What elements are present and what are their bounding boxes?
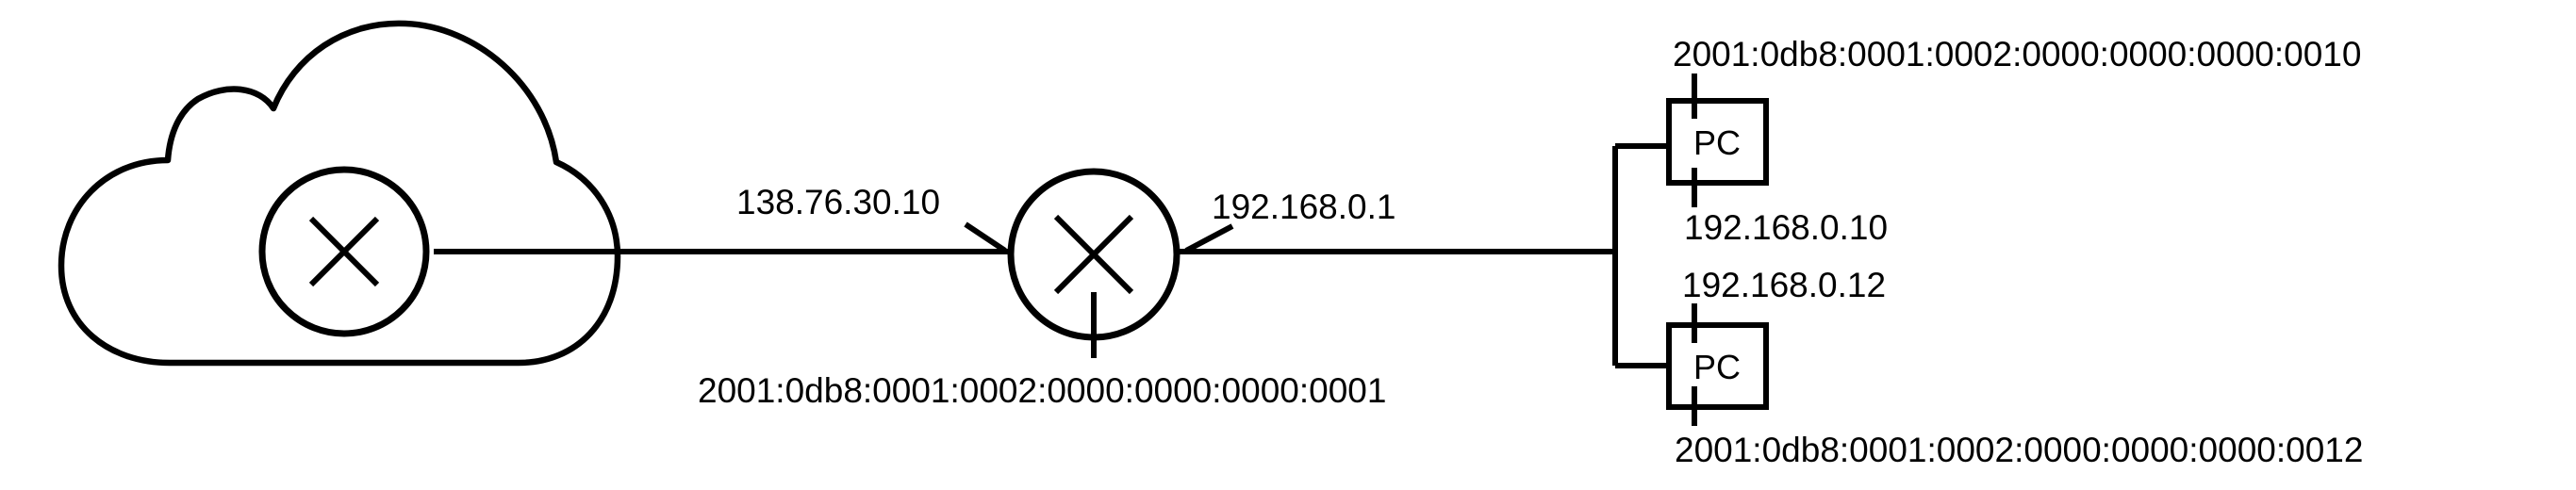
pc-1-ipv4-label: 192.168.0.10 xyxy=(1684,208,1888,247)
router-wan-ipv4-label: 138.76.30.10 xyxy=(736,183,940,221)
internet-cloud-icon xyxy=(58,20,621,367)
pc-1: PC xyxy=(1666,74,1769,207)
lan-ip-tick xyxy=(1184,223,1234,253)
router-ipv6-label: 2001:0db8:0001:0002:0000:0000:0000:0001 xyxy=(698,371,1386,410)
pc-2-ipv4-label: 192.168.0.12 xyxy=(1682,266,1886,304)
wan-ip-tick xyxy=(964,221,1007,253)
internet-router-icon xyxy=(258,166,430,337)
pc-2: PC xyxy=(1666,303,1769,426)
pc-2-ipv6-label: 2001:0db8:0001:0002:0000:0000:0000:0012 xyxy=(1675,431,2363,469)
pc-1-icon xyxy=(1666,98,1769,186)
pc-2-label: PC xyxy=(1693,348,1741,386)
pc-1-label: PC xyxy=(1693,123,1741,162)
pc-1-ipv6-label: 2001:0db8:0001:0002:0000:0000:0000:0010 xyxy=(1673,35,2361,74)
pc-2-icon xyxy=(1666,322,1769,410)
router-lan-ipv4-label: 192.168.0.1 xyxy=(1212,188,1395,226)
